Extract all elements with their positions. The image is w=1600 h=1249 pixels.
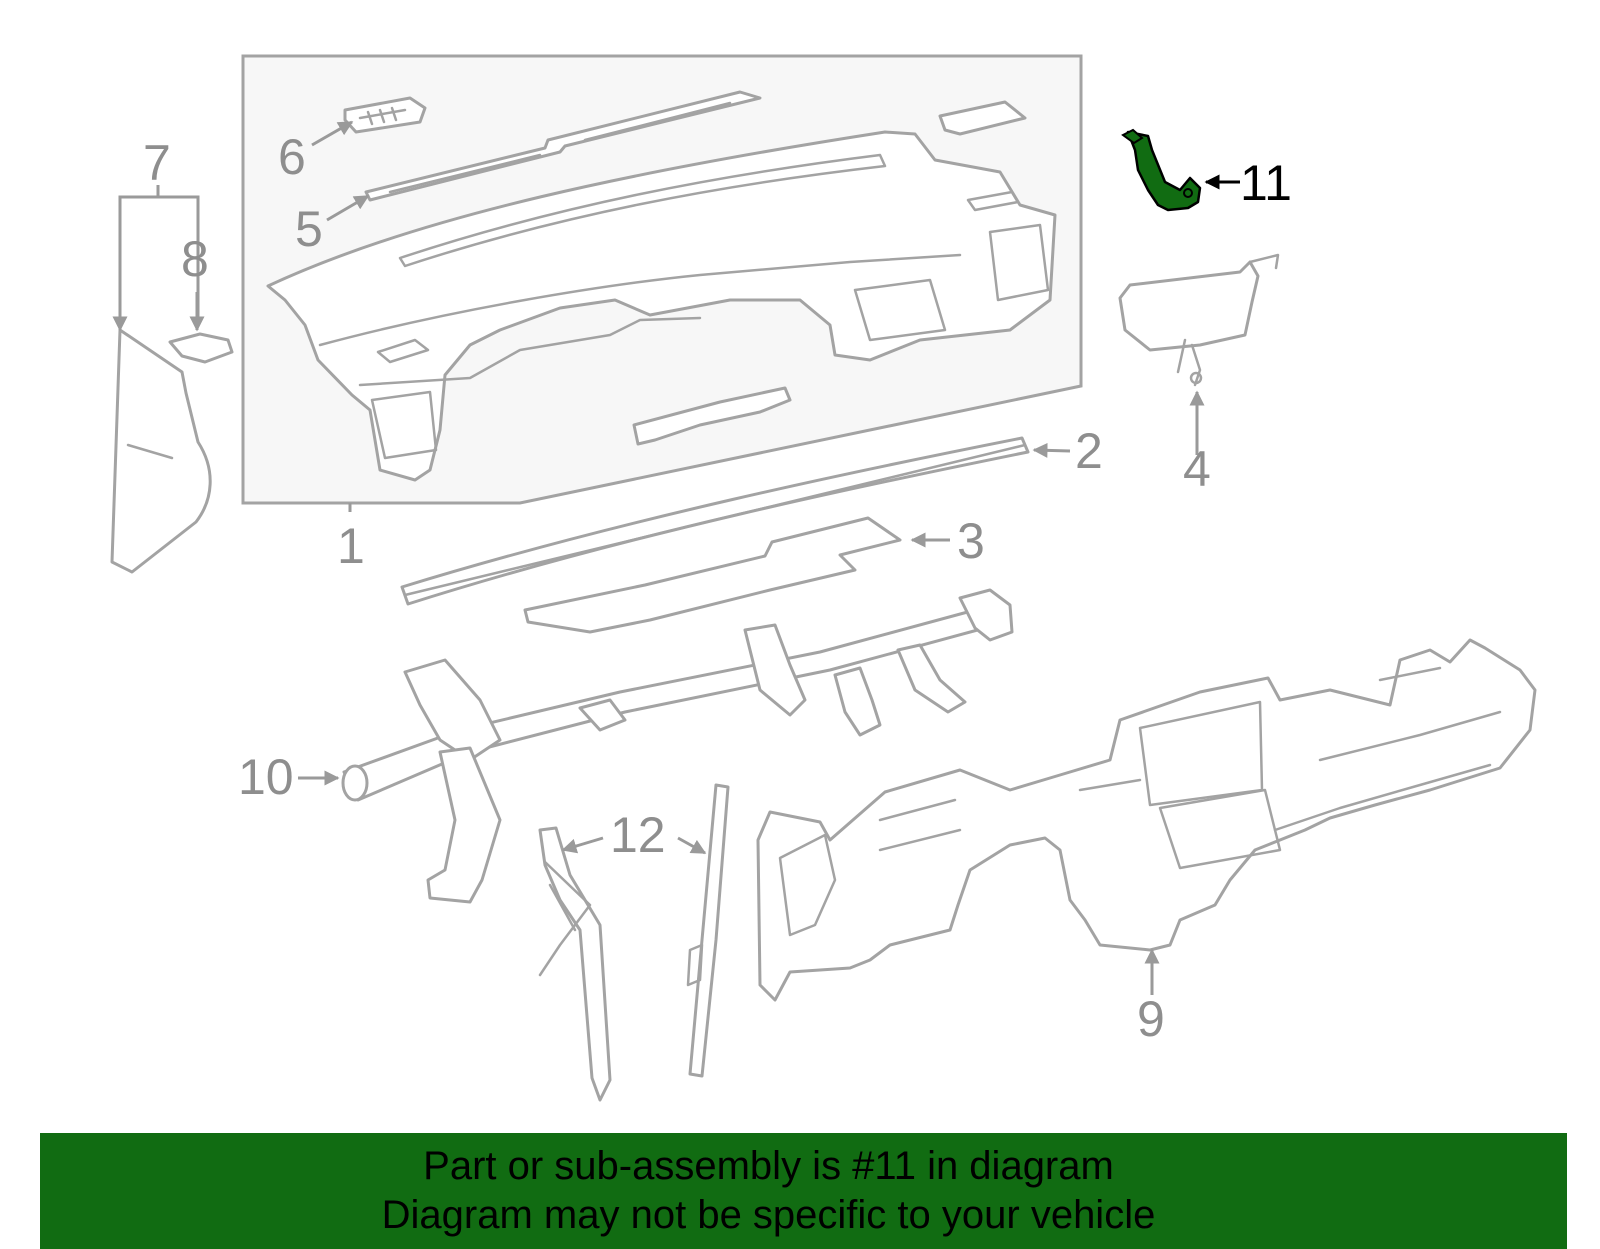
- glovebox-opening: [853, 278, 947, 342]
- frame-9-beam: [1273, 710, 1502, 832]
- panel-top-vent: [966, 190, 1020, 212]
- panel-lower-face: [358, 316, 702, 387]
- side-vent-part: [343, 96, 427, 134]
- side-vent-grille: [358, 106, 407, 126]
- callout-9[interactable]: 9: [1137, 991, 1165, 1047]
- frame-9-window-top: [1138, 700, 1264, 807]
- highlighted-bracket-part-11: [1126, 130, 1202, 212]
- bracket-11-tab: [1121, 128, 1144, 145]
- callout-6[interactable]: 6: [278, 129, 306, 185]
- info-banner: Part or sub-assembly is #11 in diagram D…: [40, 1133, 1567, 1249]
- frame-9-window-center: [1158, 788, 1282, 870]
- banner-line-1: Part or sub-assembly is #11 in diagram: [423, 1144, 1114, 1188]
- panel-inner-face: [318, 253, 962, 347]
- banner-line-2: Diagram may not be specific to your vehi…: [381, 1193, 1156, 1237]
- leader-2: [1032, 442, 1071, 458]
- callout-2[interactable]: 2: [1075, 423, 1103, 479]
- side-cover-line: [126, 443, 174, 460]
- callout-4[interactable]: 4: [1183, 441, 1211, 497]
- leader-6: [311, 120, 354, 147]
- leader-12-left: [561, 836, 604, 854]
- brace-part-12-right: [688, 783, 730, 1078]
- tube-drop-bracket: [426, 746, 502, 904]
- tube-right-end: [958, 588, 1014, 642]
- instrument-panel-part: [266, 130, 1057, 482]
- callout-12[interactable]: 12: [610, 807, 666, 863]
- brace-12-right-tab: [686, 943, 704, 987]
- callout-11[interactable]: 11: [1240, 155, 1292, 211]
- reinforcement-part-9: [756, 638, 1537, 1002]
- defroster-slots: [388, 101, 732, 194]
- airbag-part-4: [1118, 260, 1260, 352]
- tube-end: [341, 764, 369, 802]
- tube-brace-1: [833, 666, 882, 737]
- tube-clamp: [578, 698, 627, 732]
- right-vent-opening: [988, 223, 1050, 302]
- airbag-bolt: [1189, 371, 1203, 385]
- frame-9-ribs: [878, 666, 1442, 852]
- panel-lower-bracket: [632, 386, 792, 446]
- brace-12-left-gusset: [538, 860, 592, 977]
- callout-3[interactable]: 3: [957, 513, 985, 569]
- callout-8[interactable]: 8: [181, 231, 209, 287]
- brace-part-12-left: [538, 826, 612, 1102]
- frame-9-window-left: [778, 833, 837, 937]
- tube-left-bracket: [403, 658, 502, 762]
- callout-10[interactable]: 10: [238, 749, 294, 805]
- clip-part-8: [168, 332, 234, 364]
- callout-7[interactable]: 7: [143, 135, 171, 191]
- callout-1[interactable]: 1: [337, 518, 365, 574]
- insulator-part-3: [523, 516, 902, 634]
- bracket-11-hole: [1183, 188, 1193, 198]
- leader-12-right: [677, 836, 707, 855]
- airbag-bracket: [1176, 253, 1280, 387]
- tube-brace-2: [896, 643, 967, 714]
- side-cover-part-7: [110, 328, 212, 574]
- leader-5: [326, 194, 370, 222]
- left-vent-opening: [370, 390, 438, 460]
- callout-5[interactable]: 5: [295, 201, 323, 257]
- panel-top-insert: [938, 100, 1027, 136]
- strip-2-edge: [403, 443, 1027, 597]
- tube-center-bracket: [743, 623, 807, 717]
- panel-top-groove: [398, 153, 887, 268]
- panel-slot: [376, 338, 430, 364]
